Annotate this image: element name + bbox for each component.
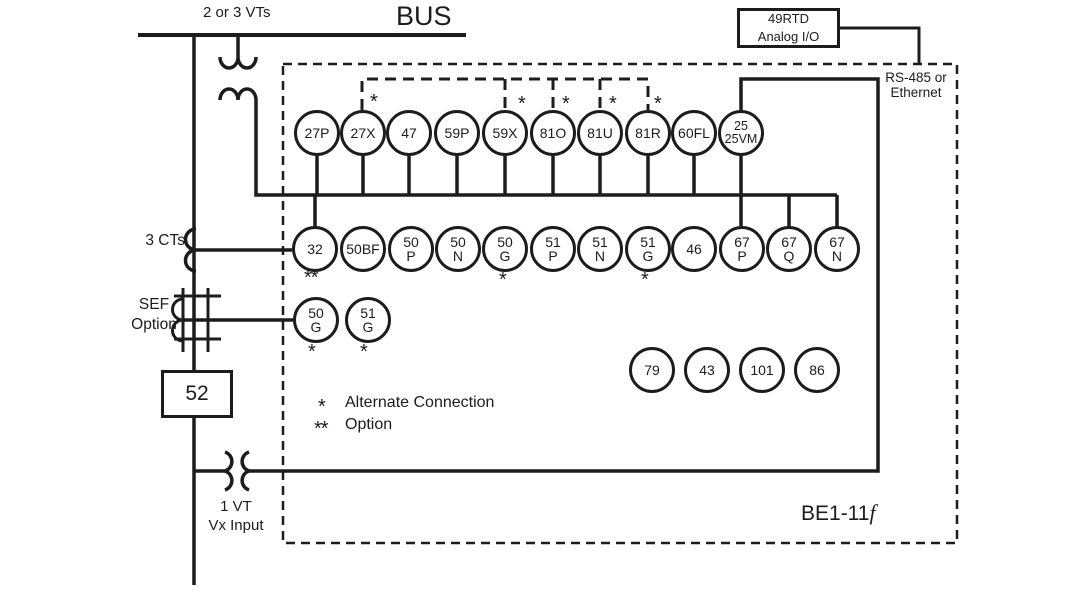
vx-input-label: 1 VT Vx Input — [208, 498, 264, 534]
function-67P: 67 P — [719, 226, 765, 272]
function-60FL: 60FL — [671, 110, 717, 156]
bus-title: BUS — [396, 1, 452, 31]
function-59P: 59P — [434, 110, 480, 156]
function-59X: 59X — [482, 110, 528, 156]
relay-input-bus — [254, 100, 837, 197]
bus-vt-primary-coil-icon — [218, 56, 258, 70]
vx-vt-right-coil-icon — [240, 450, 255, 492]
function-50N: 50 N — [435, 226, 481, 272]
device-model-label: BE1-11f — [801, 499, 876, 527]
function-46: 46 — [671, 226, 717, 272]
function-67Q: 67 Q — [766, 226, 812, 272]
function-27X: 27X — [340, 110, 386, 156]
alt-marker-27X: * — [370, 91, 378, 113]
function-51G: 51 G — [625, 226, 671, 272]
cts-label: 3 CTs — [145, 232, 185, 249]
alt-marker-sef-50G: * — [308, 341, 316, 363]
alt-marker-81U: * — [609, 93, 617, 115]
function-67N: 67 N — [814, 226, 860, 272]
legend-opt-marker: ** — [314, 418, 329, 440]
function-79: 79 — [629, 347, 675, 393]
function-86: 86 — [794, 347, 840, 393]
alt-marker-81R: * — [654, 93, 662, 115]
vx-vt-left-coil-icon — [219, 450, 234, 492]
function-50G: 50 G — [482, 226, 528, 272]
function-47: 47 — [386, 110, 432, 156]
function-43: 43 — [684, 347, 730, 393]
function-27P: 27P — [294, 110, 340, 156]
function-51N: 51 N — [577, 226, 623, 272]
rtd-analog-io-box: 49RTD Analog I/O — [737, 8, 840, 48]
function-50BF: 50BF — [340, 226, 386, 272]
function-81U: 81U — [577, 110, 623, 156]
function-81O: 81O — [530, 110, 576, 156]
sef-option-label: SEF Option — [131, 296, 177, 334]
ct-symbol-icon — [183, 227, 197, 273]
function-81R: 81R — [625, 110, 671, 156]
vts-top-label: 2 or 3 VTs — [203, 4, 271, 21]
breaker-52-box: 52 — [161, 370, 233, 418]
legend-alt-text: Alternate Connection — [345, 394, 495, 411]
function-32: 32 — [292, 226, 338, 272]
sef-ct-coils-icon — [171, 297, 184, 343]
row1-connection-stubs — [315, 156, 743, 226]
row2-connection-stubs — [313, 195, 839, 226]
function-25-25VM: 25 25VM — [718, 110, 764, 156]
bus-vt-secondary-coil-icon — [218, 87, 258, 101]
alt-marker-81O: * — [562, 93, 570, 115]
vx-input-loop-line — [249, 77, 880, 473]
device-model-suffix: f — [869, 500, 876, 525]
relay-enclosure-border — [281, 62, 959, 545]
function-50P: 50 P — [388, 226, 434, 272]
legend-opt-text: Option — [345, 416, 393, 433]
sef-ct-crossbars-icon — [174, 294, 221, 341]
device-model-prefix: BE1-11 — [801, 502, 870, 525]
function-sef-50G: 50 G — [293, 297, 339, 343]
opt-marker-32: ** — [304, 267, 319, 289]
alternate-connection-dashed-line — [360, 77, 650, 110]
alt-marker-51G: * — [641, 269, 649, 291]
function-101: 101 — [739, 347, 785, 393]
alt-marker-sef-51G: * — [360, 341, 368, 363]
function-sef-51G: 51 G — [345, 297, 391, 343]
rtd-link-line — [840, 26, 921, 63]
comms-label: RS-485 or Ethernet — [885, 70, 947, 100]
function-51P: 51 P — [530, 226, 576, 272]
legend-alt-marker: * — [318, 396, 326, 418]
alt-marker-59X: * — [518, 93, 526, 115]
alt-marker-50G: * — [499, 269, 507, 291]
